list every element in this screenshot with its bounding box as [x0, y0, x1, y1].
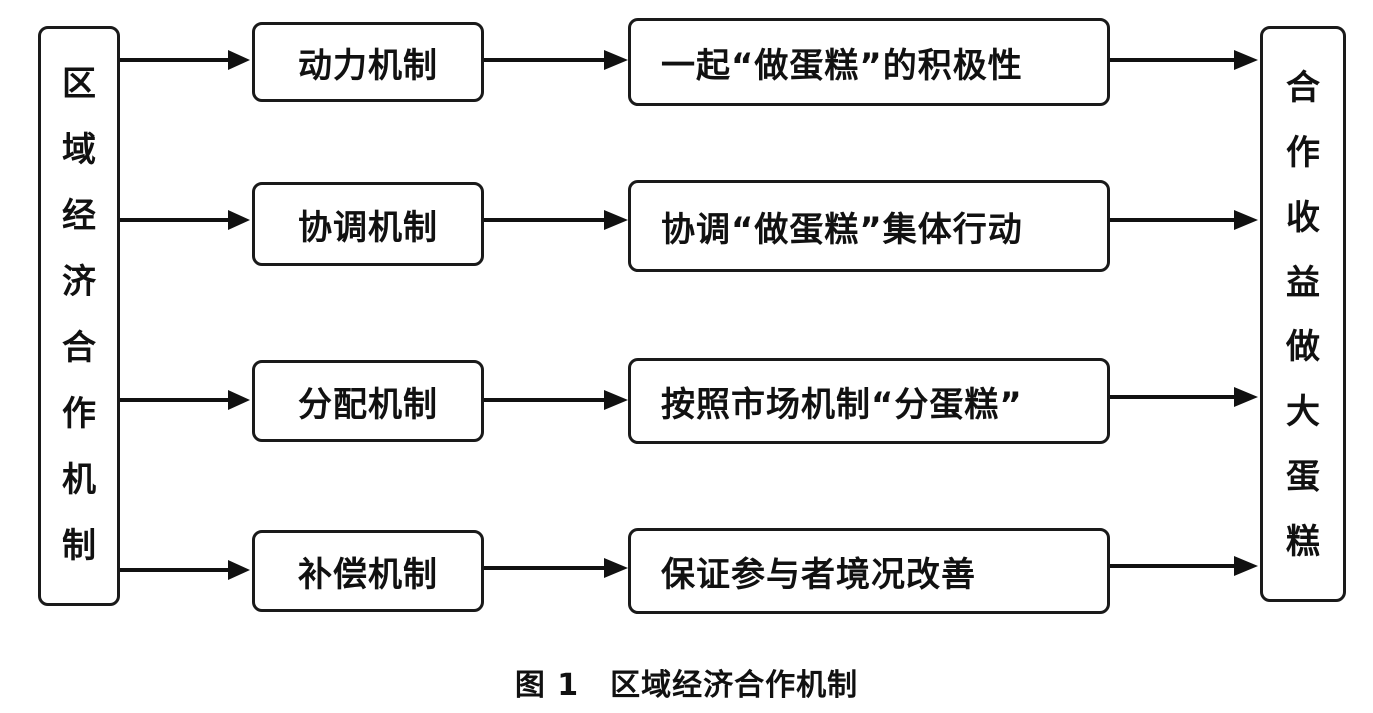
mechanism-label: 协调机制: [298, 207, 438, 248]
arrowhead: [1234, 210, 1258, 230]
left-label-char: 域: [62, 130, 96, 170]
mechanism-box-3: 分配机制: [252, 360, 484, 442]
left-label-char: 济: [62, 262, 96, 302]
mechanism-label: 动力机制: [298, 45, 438, 86]
right-label-char: 蛋: [1286, 457, 1320, 498]
right-label-char: 收: [1286, 197, 1320, 238]
arrowhead: [228, 210, 250, 230]
right-label-char: 合: [1286, 68, 1320, 108]
left-label-char: 作: [62, 394, 96, 434]
arrowhead: [228, 560, 250, 580]
left-label-char: 制: [62, 526, 96, 566]
right-label-char: 糕: [1286, 521, 1320, 562]
right-label-char: 作: [1286, 132, 1320, 173]
outcome-label: 一起“做蛋糕”的积极性: [661, 45, 1023, 86]
left-label-char: 机: [62, 460, 96, 500]
outcome-box-1: 一起“做蛋糕”的积极性: [628, 18, 1110, 106]
mechanism-box-1: 动力机制: [252, 22, 484, 102]
figure-caption: 图 1 区域经济合作机制: [514, 668, 859, 703]
right-label-char: 大: [1286, 392, 1320, 433]
mechanism-box-2: 协调机制: [252, 182, 484, 266]
arrowhead: [604, 210, 628, 230]
outcome-label: 按照市场机制“分蛋糕”: [661, 384, 1023, 425]
left-label-char: 经: [62, 196, 96, 236]
arrowhead: [604, 390, 628, 410]
right-label-char: 做: [1286, 327, 1320, 368]
arrowhead: [228, 50, 250, 70]
arrowhead: [1234, 50, 1258, 70]
left-label-char: 区: [62, 64, 96, 104]
outcome-box-4: 保证参与者境况改善: [628, 528, 1110, 614]
mechanism-box-4: 补偿机制: [252, 530, 484, 612]
arrowhead: [604, 558, 628, 578]
outcome-label: 协调“做蛋糕”集体行动: [661, 209, 1023, 250]
arrowhead: [1234, 387, 1258, 407]
arrowhead: [228, 390, 250, 410]
mechanism-label: 分配机制: [298, 384, 438, 425]
outcome-label: 保证参与者境况改善: [661, 554, 976, 595]
mechanism-label: 补偿机制: [298, 554, 438, 595]
outcome-box-2: 协调“做蛋糕”集体行动: [628, 180, 1110, 272]
arrowhead: [604, 50, 628, 70]
left-label-char: 合: [62, 328, 96, 368]
left-label-box: 区 域 经 济 合 作 机 制: [38, 26, 120, 606]
outcome-box-3: 按照市场机制“分蛋糕”: [628, 358, 1110, 444]
right-label-box: 合 作 收 益 做 大 蛋 糕: [1260, 26, 1346, 602]
right-label-char: 益: [1286, 262, 1320, 303]
arrowhead: [1234, 556, 1258, 576]
